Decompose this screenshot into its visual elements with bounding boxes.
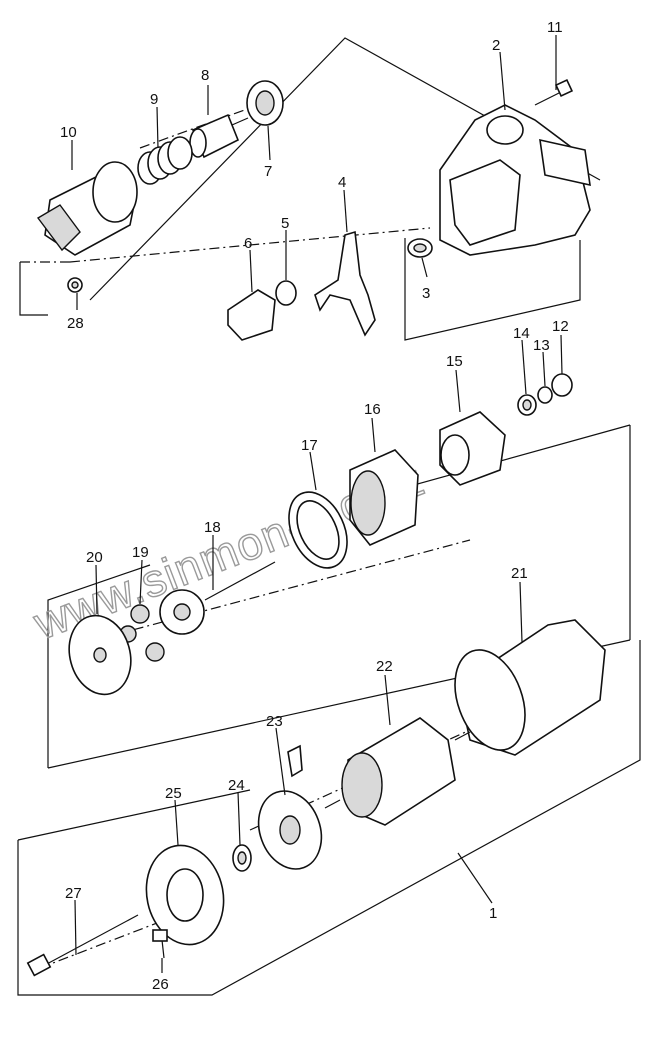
part-label-19: 19 [132,544,149,561]
part-28-nut [67,277,83,293]
part-17-ring [288,491,348,569]
part-label-18: 18 [204,519,221,536]
part-27-through-bolt [26,914,139,977]
part-23-brush-holder [257,744,323,870]
part-label-9: 9 [150,91,158,108]
part-4-lever [314,230,376,337]
part-2-housing [439,104,591,256]
part-labels: 1 2 3 4 5 6 7 8 9 10 11 12 13 14 15 16 1… [60,19,569,993]
part-7-cover [246,80,284,126]
part-15-pinion [439,411,506,486]
part-label-16: 16 [364,401,381,418]
part-label-11: 11 [547,19,563,36]
part-label-22: 22 [376,658,393,675]
part-label-7: 7 [264,163,272,180]
part-9-spring [137,136,193,185]
part-label-14: 14 [513,325,530,342]
part-11-bolt [534,78,574,106]
part-label-8: 8 [201,67,209,84]
part-label-5: 5 [281,215,289,232]
part-label-28: 28 [67,315,84,332]
part-label-12: 12 [552,318,569,335]
part-26-screw [152,929,168,959]
part-6-plate [227,289,276,341]
part-8-plunger [189,113,249,159]
part-label-6: 6 [244,235,252,252]
part-21-yoke [454,619,606,756]
part-18-shaft [159,561,276,635]
part-label-27: 27 [65,885,82,902]
part-20-plate [68,614,132,696]
part-3-bearing [407,238,433,258]
part-5-disc [275,280,297,306]
part-label-4: 4 [338,174,346,191]
part-label-17: 17 [301,437,318,454]
part-25-end-frame [145,844,225,946]
part-label-23: 23 [266,713,283,730]
part-12-14-washers [517,373,573,416]
part-22-armature [324,717,471,826]
part-24-bearing [232,844,252,872]
part-16-ring-gear [349,449,419,546]
part-label-2: 2 [492,37,500,54]
part-10-solenoid [36,161,138,256]
part-label-3: 3 [422,285,430,302]
part-label-26: 26 [152,976,169,993]
part-label-25: 25 [165,785,182,802]
part-label-15: 15 [446,353,463,370]
part-label-1: 1 [489,905,497,922]
part-label-24: 24 [228,777,245,794]
part-label-21: 21 [511,565,528,582]
part-label-13: 13 [533,337,550,354]
leader-lines [71,35,563,973]
part-label-10: 10 [60,124,77,141]
part-label-20: 20 [86,549,103,566]
